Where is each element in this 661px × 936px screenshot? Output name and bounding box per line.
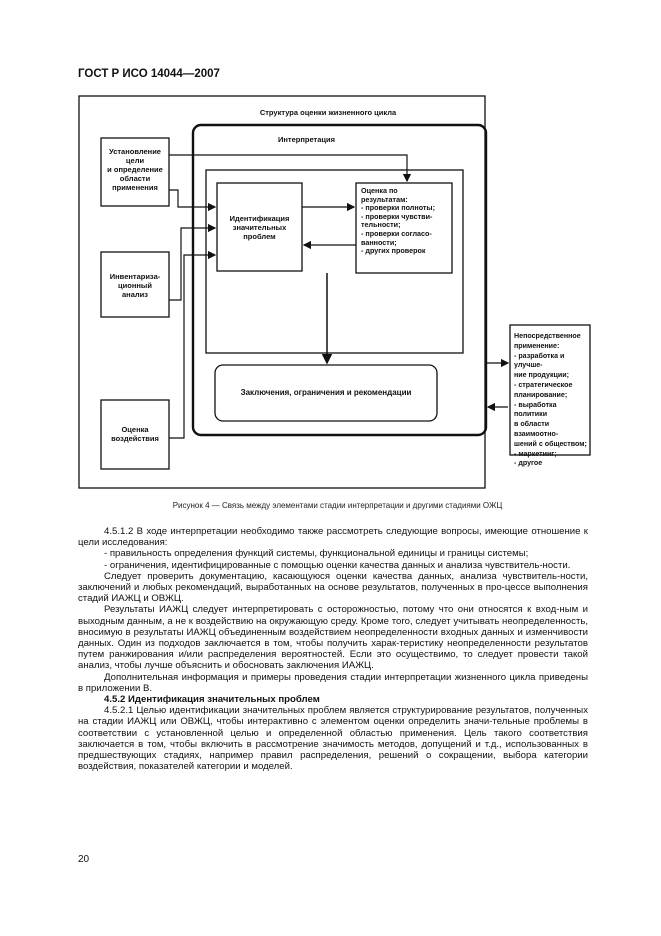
paragraph: Результаты ИАЖЦ следует интерпретировать… xyxy=(78,604,588,672)
paragraph: Следует проверить документацию, касающую… xyxy=(78,570,588,605)
outer-title: Структура оценки жизненного цикла xyxy=(259,108,397,117)
section-heading: 4.5.2 Идентификация значительных проблем xyxy=(104,694,320,706)
conclusions-box xyxy=(214,364,438,422)
conclusions-box-text: Заключения, ограничения и рекомендации xyxy=(240,388,412,397)
list-item: - правильность определения функций систе… xyxy=(104,548,529,560)
interpretation-title: Интерпретация xyxy=(278,135,335,144)
lca-framework-diagram: Структура оценки жизненного цикла Интерп… xyxy=(78,95,597,490)
body-text: 4.5.1.2 В ходе интерпретации необходимо … xyxy=(78,526,588,772)
diagram-lines xyxy=(78,95,591,489)
applications-box xyxy=(509,324,591,456)
list-item: - ограничения, идентифицированные с помо… xyxy=(104,559,571,571)
identification-box xyxy=(216,182,303,272)
inventory-box xyxy=(100,251,170,318)
paragraph: Дополнительная информация и примеры пров… xyxy=(78,671,588,694)
figure-caption: Рисунок 4 — Связь между элементами стади… xyxy=(172,501,503,510)
document-header: ГОСТ Р ИСО 14044—2007 xyxy=(78,68,220,80)
evaluation-box xyxy=(355,182,453,274)
goal-box xyxy=(100,137,170,207)
page-number: 20 xyxy=(78,854,90,865)
interpretation-frame xyxy=(191,123,488,437)
paragraph: 4.5.1.2 В ходе интерпретации необходимо … xyxy=(78,526,588,549)
impact-box xyxy=(100,399,170,470)
paragraph: 4.5.2.1 Целью идентификации значительных… xyxy=(78,705,588,773)
